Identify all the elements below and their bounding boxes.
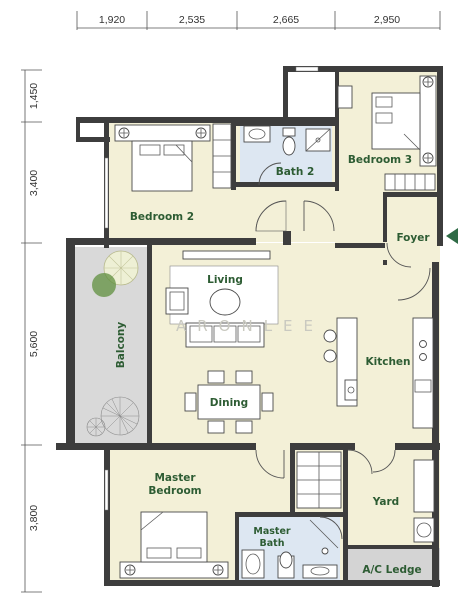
living-furniture bbox=[165, 250, 279, 348]
dim-h-3: 2,665 bbox=[273, 14, 299, 26]
dim-h-1: 1,920 bbox=[99, 14, 125, 26]
armchair-icon bbox=[165, 287, 189, 315]
toilet-icon bbox=[279, 551, 293, 569]
label-kitchen: Kitchen bbox=[365, 356, 410, 368]
label-dining: Dining bbox=[210, 397, 248, 409]
bar-stool-icon bbox=[323, 349, 337, 363]
label-master-bedroom-1: Master bbox=[154, 472, 196, 484]
yard-fixtures bbox=[413, 459, 435, 543]
label-master-bedroom-2: Bedroom bbox=[148, 485, 201, 497]
label-master-bath-1: Master bbox=[253, 526, 291, 537]
toilet-icon bbox=[282, 136, 296, 156]
dim-h-4: 2,950 bbox=[374, 14, 400, 26]
kitchen-fixtures bbox=[323, 317, 434, 429]
label-foyer: Foyer bbox=[396, 232, 430, 244]
bedroom3-furniture bbox=[337, 75, 437, 191]
doors bbox=[255, 162, 431, 540]
washer-icon bbox=[413, 517, 435, 543]
label-balcony: Balcony bbox=[115, 322, 127, 369]
dim-v-1: 1,450 bbox=[28, 83, 40, 109]
label-bedroom3: Bedroom 3 bbox=[348, 154, 412, 166]
entrance-arrow-icon bbox=[446, 228, 458, 244]
label-bedroom2: Bedroom 2 bbox=[130, 211, 194, 223]
bed-icon bbox=[140, 511, 208, 563]
bar-stool-icon bbox=[323, 329, 337, 343]
coffee-table bbox=[209, 288, 241, 316]
label-living: Living bbox=[207, 274, 243, 286]
label-ac-ledge: A/C Ledge bbox=[362, 564, 421, 576]
dining-table bbox=[197, 384, 261, 420]
bedroom2-furniture bbox=[114, 123, 232, 192]
sofa-icon bbox=[185, 322, 265, 348]
left-dimension-strip: 1,450 3,400 5,600 3,800 bbox=[21, 69, 42, 593]
room-labels: Bedroom 2 Bath 2 Bedroom 3 Foyer Living … bbox=[115, 154, 430, 576]
bed-icon bbox=[371, 92, 421, 150]
dim-h-2: 2,535 bbox=[179, 14, 205, 26]
dim-v-3: 5,600 bbox=[28, 331, 40, 357]
label-bath2: Bath 2 bbox=[276, 166, 315, 178]
windows bbox=[104, 66, 319, 511]
label-master-bath-2: Bath bbox=[260, 538, 285, 549]
balcony-plants bbox=[86, 250, 140, 437]
dim-v-2: 3,400 bbox=[28, 170, 40, 196]
dim-v-4: 3,800 bbox=[28, 505, 40, 531]
label-yard: Yard bbox=[372, 496, 399, 508]
bed-icon bbox=[131, 140, 193, 192]
top-dimension-strip: 1,920 2,535 2,665 2,950 bbox=[76, 11, 441, 30]
master-bedroom-furniture bbox=[119, 451, 342, 579]
ac-ledge-floor bbox=[348, 548, 440, 582]
tree-icon bbox=[92, 273, 116, 297]
master-bath-fixtures bbox=[241, 519, 339, 579]
bath2-fixtures bbox=[243, 125, 331, 156]
dining-furniture bbox=[184, 370, 274, 434]
watermark: ARONLEE bbox=[176, 317, 324, 335]
